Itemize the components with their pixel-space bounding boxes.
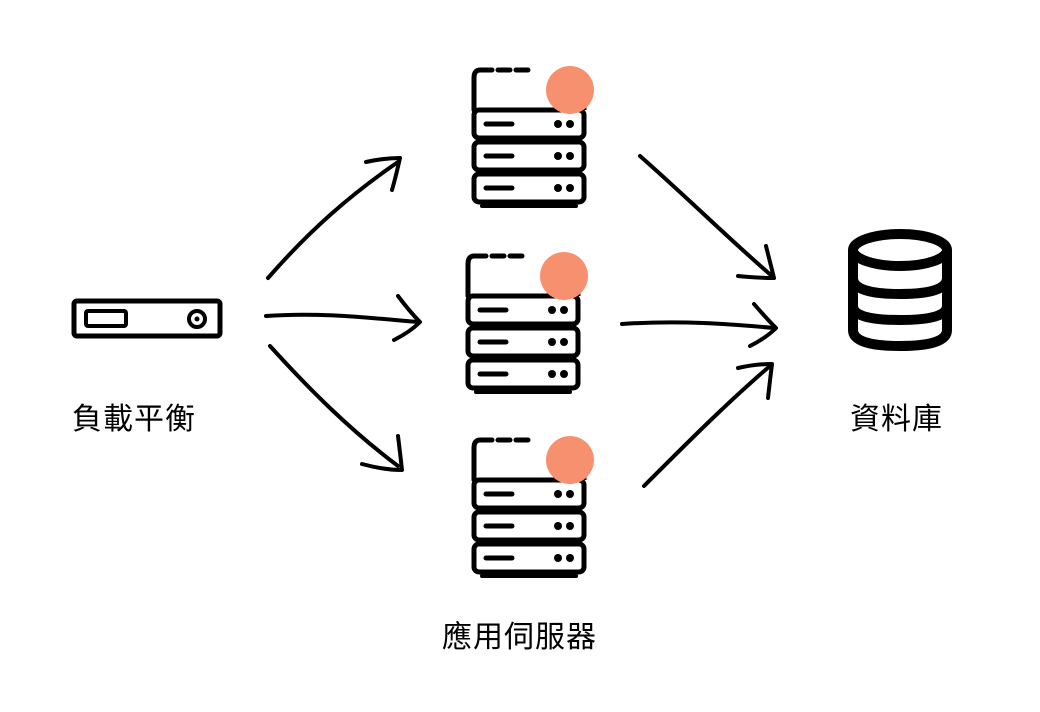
app-server-3 (474, 436, 594, 576)
status-dot (546, 66, 594, 114)
edge-server-1-to-db (638, 154, 776, 280)
edge-lb-to-server-3 (268, 344, 404, 472)
edge-lb-to-server-1 (266, 156, 402, 280)
edge-server-2-to-db (620, 302, 778, 348)
database-label: 資料庫 (850, 402, 943, 437)
edge-server-3-to-db (642, 362, 774, 488)
load-balancer-icon (71, 298, 223, 339)
load-balancer-label: 負載平衡 (72, 402, 196, 437)
app-servers-label: 應用伺服器 (442, 620, 597, 655)
status-dot (540, 252, 588, 300)
status-dot (546, 436, 594, 484)
app-server-2 (468, 252, 588, 392)
app-server-1 (474, 66, 594, 206)
database-icon (848, 229, 952, 352)
edge-lb-to-server-2 (264, 294, 422, 342)
